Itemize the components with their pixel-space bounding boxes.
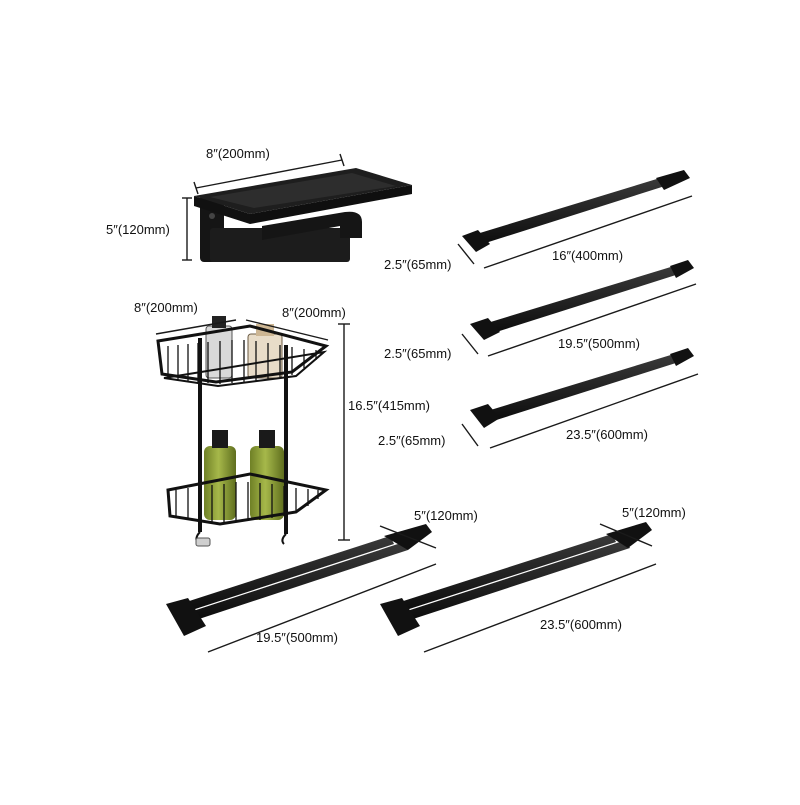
bar-rod-front (190, 542, 408, 620)
bar-rod-back (180, 536, 394, 612)
double19-depth-label: 5″(120mm) (414, 508, 478, 523)
basket-width-left-label: 8″(200mm) (134, 300, 198, 315)
depth-dim (599, 523, 653, 547)
bar19-depth-label: 2.5″(65mm) (384, 346, 452, 361)
pump-head (259, 430, 275, 448)
bar16-length-label: 16″(400mm) (552, 248, 624, 263)
green-bottle (250, 446, 284, 520)
bar-bracket (606, 522, 652, 548)
bar23-depth-label: 2.5″(65mm) (378, 433, 446, 448)
shelf-side (194, 196, 250, 224)
bar-rod-front (404, 540, 630, 620)
width-dim-tick (193, 181, 199, 195)
bar-bracket (656, 170, 690, 190)
bar23-length-label: 23.5″(600mm) (566, 427, 648, 442)
bar16-depth-label: 2.5″(65mm) (384, 257, 452, 272)
phone-shelf-holder (182, 153, 412, 262)
bar-bracket (380, 598, 420, 636)
upper-tier-base (163, 350, 328, 388)
bar-bracket (462, 230, 490, 252)
upper-tier-rim (156, 324, 330, 384)
shelf-top-inner (210, 173, 396, 208)
back-panel (210, 228, 350, 262)
pump-head (212, 430, 228, 448)
double-bar-19-5 (166, 524, 437, 653)
bar-rod (484, 266, 679, 334)
width-dim-line (195, 159, 343, 189)
shelf-width-label: 8″(200mm) (206, 146, 270, 161)
towel-bar-16 (457, 170, 693, 269)
bar-rod-back (394, 534, 616, 612)
towel-bar-19-5 (461, 260, 697, 357)
depth-dim (379, 525, 437, 549)
basket-width-right-label: 8″(200mm) (282, 305, 346, 320)
bottle-cap (212, 316, 226, 328)
length-dim (423, 563, 657, 653)
length-dim (487, 283, 697, 357)
length-dim (483, 195, 693, 269)
screw-dot (209, 213, 215, 219)
bar19-length-label: 19.5″(500mm) (558, 336, 640, 351)
double23-length-label: 23.5″(600mm) (540, 617, 622, 632)
depth-dim (461, 423, 479, 447)
width-dim-tick (339, 153, 345, 167)
depth-dim (461, 333, 479, 355)
bottle (247, 333, 283, 379)
corner-basket (155, 316, 350, 547)
bar-bracket (670, 348, 694, 366)
double19-length-label: 19.5″(500mm) (256, 630, 338, 645)
basket-width-dim-right (245, 319, 329, 341)
bar-rod (470, 178, 665, 246)
bar-rod (484, 354, 679, 422)
lower-tier-mesh (175, 482, 319, 523)
paper-arm (262, 211, 362, 240)
basket-hook (281, 533, 287, 545)
bar-bracket (166, 598, 206, 636)
depth-dim (457, 243, 475, 265)
upper-tier-mesh (167, 340, 317, 384)
basket-width-dim-left (155, 319, 237, 335)
basket-height-label: 16.5″(415mm) (348, 398, 430, 413)
double23-depth-label: 5″(120mm) (622, 505, 686, 520)
bar-bracket (470, 318, 500, 340)
small-hook (195, 537, 211, 547)
bar-bracket (470, 404, 500, 428)
length-dim (489, 373, 699, 449)
towel-bar-23-5 (461, 348, 699, 449)
length-dim (207, 563, 437, 653)
bar-bracket (670, 260, 694, 278)
lower-tier-rim (166, 472, 330, 526)
shelf-front (250, 185, 412, 224)
shelf-height-label: 5″(120mm) (106, 222, 170, 237)
double-bar-23-5 (380, 522, 657, 653)
